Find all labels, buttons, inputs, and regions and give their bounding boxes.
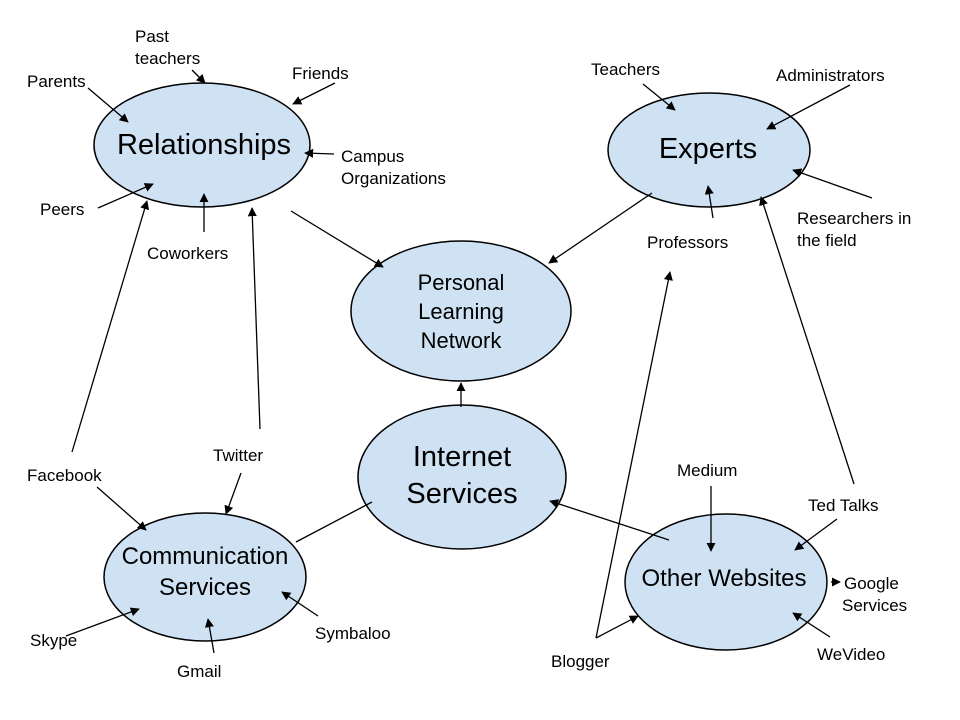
label-parents: Parents [27, 72, 86, 91]
label-past-teachers-2: teachers [135, 49, 200, 68]
edge-teachers [642, 83, 676, 111]
label-friends: Friends [292, 64, 349, 83]
label-peers: Peers [40, 200, 84, 219]
edge-facebook-to-relationships [71, 200, 150, 453]
edge-skype [65, 607, 140, 637]
edge-researchers [792, 168, 873, 199]
label-campus-1: Campus [341, 147, 404, 166]
node-comm-line-1: Communication [122, 543, 289, 570]
node-internet-line-1: Internet [413, 441, 511, 473]
label-blogger: Blogger [551, 652, 610, 671]
node-pln-line-2: Learning [418, 299, 504, 324]
node-experts [607, 92, 811, 208]
edge-parents [87, 87, 129, 123]
edge-blogger-to-professors [595, 271, 673, 639]
label-wevideo: WeVideo [817, 645, 885, 664]
node-experts-title: Experts [659, 133, 757, 165]
node-internet-line-2: Services [406, 478, 517, 510]
edge-relationships-to-pln [290, 210, 384, 268]
label-professors: Professors [647, 233, 728, 252]
node-comm-line-2: Services [159, 574, 251, 601]
edge-peers [97, 183, 154, 209]
edge-ted-to-experts [759, 196, 855, 485]
label-teachers: Teachers [591, 60, 660, 79]
edge-comm-to-internet [295, 501, 373, 543]
label-researchers-2: the field [797, 231, 857, 250]
node-internet-services [357, 404, 567, 550]
edge-facebook [96, 486, 147, 531]
label-gmail: Gmail [177, 662, 221, 681]
edge-ted-talks [794, 518, 838, 551]
label-administrators: Administrators [776, 66, 885, 85]
label-coworkers: Coworkers [147, 244, 228, 263]
label-skype: Skype [30, 631, 77, 650]
edge-gmail [204, 618, 215, 654]
label-medium: Medium [677, 461, 737, 480]
node-other-websites-title: Other Websites [642, 565, 807, 592]
label-google-2: Services [842, 596, 907, 615]
node-pln-line-1: Personal [418, 270, 505, 295]
node-communication-services [103, 512, 307, 642]
edge-experts-to-pln [548, 192, 653, 264]
node-pln-line-3: Network [421, 328, 503, 353]
edge-administrators [766, 84, 851, 130]
edge-past-teachers [191, 69, 206, 84]
label-past-teachers-1: Past [135, 27, 169, 46]
label-google-1: Google [844, 574, 899, 593]
edge-wevideo [792, 612, 831, 638]
edge-twitter [224, 472, 242, 515]
edge-blogger [595, 615, 639, 639]
edge-friends [292, 82, 336, 105]
node-relationships-title: Relationships [117, 129, 291, 161]
node-personal-learning-network [350, 240, 572, 382]
label-ted-talks: Ted Talks [808, 496, 879, 515]
edge-symbaloo [281, 591, 319, 617]
edge-other-websites-to-internet [549, 499, 670, 541]
edge-campus [304, 148, 335, 158]
label-researchers-1: Researchers in [797, 209, 911, 228]
edge-professors [704, 185, 714, 219]
label-symbaloo: Symbaloo [315, 624, 391, 643]
edge-twitter-to-relationships [247, 207, 261, 430]
label-twitter: Twitter [213, 446, 263, 465]
label-campus-2: Organizations [341, 169, 446, 188]
node-other-websites [624, 513, 828, 651]
label-facebook: Facebook [27, 466, 102, 485]
